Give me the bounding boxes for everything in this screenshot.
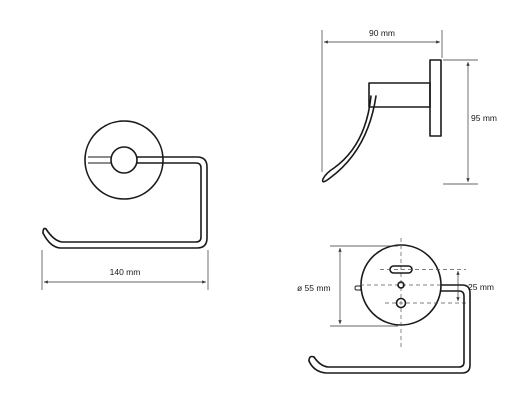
side-wall-plate [429, 59, 442, 137]
mounting-plate [360, 244, 442, 326]
side-view: 90 mm 95 mm [321, 28, 497, 185]
mounting-hole-lower [395, 297, 407, 309]
side-height-label: 95 mm [471, 113, 497, 123]
front-hub [110, 146, 138, 174]
side-hook [321, 95, 377, 183]
front-view: 140 mm [41, 120, 209, 290]
offset-label: 25 mm [468, 282, 494, 292]
front-width-label: 140 mm [110, 267, 141, 277]
mounting-view: ø 55 mm 25 mm [297, 238, 494, 374]
set-screw [354, 285, 362, 291]
diameter-label: ø 55 mm [297, 283, 331, 293]
front-arm [42, 156, 208, 249]
mounting-arm [308, 284, 471, 374]
front-wall-plate [84, 120, 164, 200]
mounting-hole-upper [397, 281, 405, 289]
side-width-label: 90 mm [369, 28, 395, 38]
side-arm-block [368, 82, 431, 108]
